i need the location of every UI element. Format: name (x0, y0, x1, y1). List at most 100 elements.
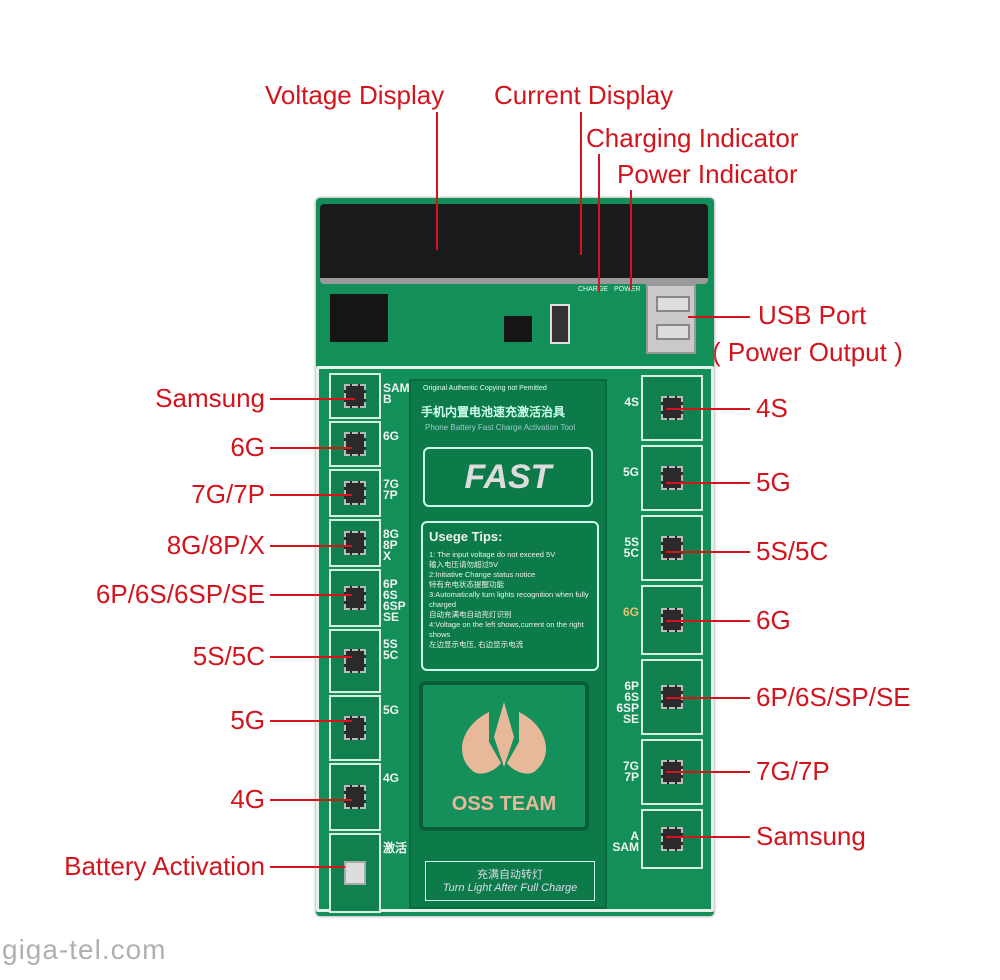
led-display (320, 204, 708, 284)
tip: 左边显示电压, 右边显示电流 (429, 640, 524, 649)
tip: 2:Initiative Change status notice (429, 570, 536, 579)
battery-connector-slot[interactable] (329, 373, 381, 419)
battery-connector-slot[interactable] (641, 445, 703, 511)
leader-line (666, 482, 750, 484)
tip: 特有充电状态提醒功能 (429, 580, 504, 589)
current-display-label: Current Display (494, 80, 674, 110)
leader-line (666, 551, 750, 553)
tip: 4:Voltage on the left shows,current on t… (429, 620, 584, 639)
leader-line (270, 398, 355, 400)
usb-port-label: USB Port (758, 300, 867, 330)
right-label: 4S (756, 393, 788, 423)
left-label: Samsung (155, 383, 265, 413)
left-label: 8G/8P/X (166, 530, 265, 560)
tips-title: Usege Tips: (429, 529, 503, 544)
left-label: 5S/5C (192, 641, 265, 671)
battery-connector-slot[interactable] (329, 469, 381, 517)
left-label: 7G/7P (191, 479, 265, 509)
connector[interactable] (344, 432, 366, 456)
charging-indicator-label: Charging Indicator (586, 123, 799, 153)
leader-line (666, 697, 750, 699)
connector[interactable] (661, 827, 683, 851)
left-label: 6G (230, 432, 265, 462)
connector[interactable] (344, 586, 366, 610)
connector[interactable] (344, 481, 366, 505)
left-label: 6P/6S/6SP/SE (95, 579, 265, 609)
right-label: 5S/5C (756, 536, 829, 566)
leader-line (270, 494, 352, 496)
slot-label: A SAM (612, 829, 639, 854)
activation-button[interactable] (344, 861, 366, 885)
connector[interactable] (344, 649, 366, 673)
battery-connector-slot[interactable] (641, 809, 703, 869)
leader-line (270, 799, 352, 801)
leader-line (688, 316, 750, 318)
leader-line (270, 720, 352, 722)
left-label: 4G (230, 784, 265, 814)
battery-connector-slot[interactable] (329, 833, 381, 913)
usb-power-output-label: ( Power Output ) (712, 337, 903, 367)
right-label: Samsung (756, 821, 866, 851)
battery-connector-slot[interactable] (329, 569, 381, 627)
battery-connector-slot[interactable] (641, 515, 703, 581)
slot-label: 4S (624, 395, 639, 409)
leader-line (666, 836, 750, 838)
battery-connector-slot[interactable] (329, 695, 381, 761)
ic-chip (330, 294, 388, 342)
leader-line (436, 112, 438, 250)
battery-connector-slot[interactable] (329, 629, 381, 693)
connector[interactable] (344, 531, 366, 555)
battery-connector-slot[interactable] (329, 421, 381, 467)
slot-label: 8G 8P X (383, 527, 400, 563)
leader-line (270, 656, 352, 658)
slot-label: 7G 7P (622, 759, 639, 784)
fast-logo: FAST (423, 447, 593, 507)
usb-port[interactable] (646, 284, 696, 354)
slot-label: 5S 5C (623, 535, 639, 560)
connector[interactable] (344, 785, 366, 809)
left-label: Battery Activation (64, 851, 265, 881)
footer-cn: 充满自动转灯 (477, 869, 543, 881)
battery-connector-slot[interactable] (329, 763, 381, 831)
connector[interactable] (661, 466, 683, 490)
slot-label: 5G (383, 703, 400, 717)
slot-label: 7G 7P (383, 477, 400, 502)
usage-tips: Usege Tips: 1: The input voltage do not … (421, 521, 599, 671)
logo-text: OSS TEAM (451, 793, 557, 815)
leader-line (630, 190, 632, 290)
watermark: giga-tel.com (2, 934, 167, 965)
right-label: 6P/6S/SP/SE (756, 682, 911, 712)
connector[interactable] (344, 716, 366, 740)
test-area: SAM B 6G 7G 7P 8G 8P X 6P 6S 6SP SE 5S 5C 5G 4G… (316, 366, 714, 913)
slot-label: 4G (383, 771, 400, 785)
right-label: 7G/7P (756, 756, 830, 786)
slot-label: 6P 6S 6SP SE (383, 577, 406, 624)
voltage-display-label: Voltage Display (265, 80, 445, 110)
connector[interactable] (661, 536, 683, 560)
tip: 1: The input voltage do not exceed 5V (429, 550, 556, 559)
slot-label: SAM B (383, 381, 410, 406)
tool-title-en: Phone Battery Fast Charge Activation Too… (425, 423, 576, 432)
leader-line (270, 866, 345, 868)
tip: 自动充满电自动亮灯识别 (429, 610, 512, 619)
center-panel: Original Authentic Copying not Pemitted … (409, 379, 607, 909)
slot-label: 6G (622, 605, 639, 619)
resistor (550, 304, 570, 344)
right-label: 5G (756, 467, 791, 497)
leader-line (666, 771, 750, 773)
tip: 3:Automatically turn lights recognition … (429, 590, 589, 609)
slot-label: 5G (622, 465, 639, 479)
leader-line (666, 620, 750, 622)
leader-line (270, 594, 352, 596)
right-label: 6G (756, 605, 791, 635)
connector[interactable] (344, 384, 366, 408)
power-indicator-label: Power Indicator (617, 159, 798, 189)
battery-connector-slot[interactable] (329, 519, 381, 567)
footer-en: Turn Light After Full Charge (442, 882, 578, 894)
full-charge-note: 充满自动转灯 Turn Light After Full Charge (425, 861, 595, 901)
tip: 输入电压请勿超过5V (429, 560, 499, 569)
left-label: 5G (230, 705, 265, 735)
charge-indicator-text: CHARGE (578, 286, 608, 293)
tool-title-cn: 手机内置电池速充激活治具 (421, 405, 566, 419)
